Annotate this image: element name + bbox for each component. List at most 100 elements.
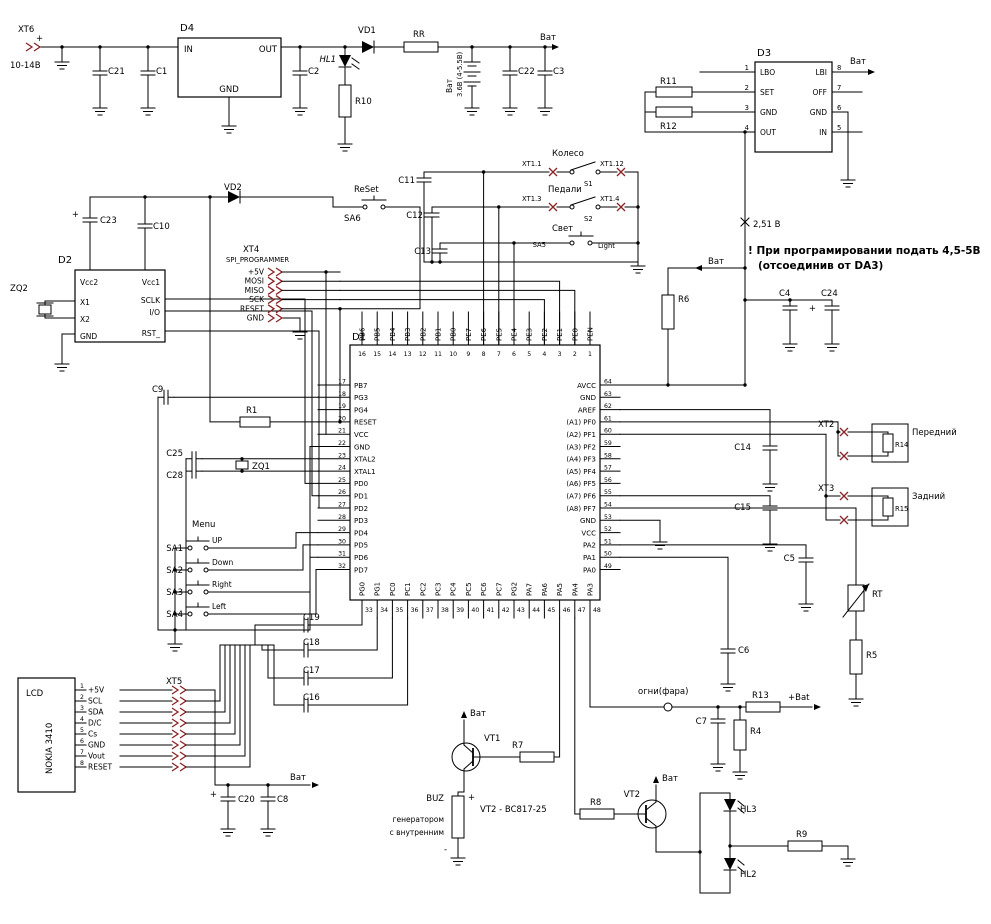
cap-c15-label: C15 (734, 503, 751, 513)
clock-zq1-label: ZQ1 (252, 462, 270, 472)
connector-pin-icon (267, 304, 284, 314)
mcu-pin-number: 26 (338, 489, 346, 496)
mcu-pin-number: 60 (604, 428, 612, 435)
mcu-d1-body (349, 344, 601, 601)
led-hl2-icon (724, 858, 736, 870)
contact-x-icon (839, 427, 849, 437)
mcu-pin-number: 19 (338, 403, 346, 410)
buzzer-body (451, 795, 465, 839)
outputs-buz-desc1-label: генератором (393, 815, 444, 824)
crystal-zq1-body (235, 460, 249, 470)
mcu-pin-name: GND (354, 443, 370, 451)
supervisor-ref-label: D3 (757, 48, 771, 59)
resistor-r14-label: R14 (895, 441, 908, 449)
mcu-pin-number: 22 (338, 440, 346, 447)
cap-c5-label: C5 (784, 554, 795, 564)
mcu-pin-number: 11 (434, 351, 442, 358)
button-terminal (203, 589, 209, 595)
power-xt6-label: XT6 (18, 25, 34, 35)
mcu-pin-name: PD2 (354, 505, 368, 513)
cap-c12-label: C12 (406, 211, 423, 221)
mcu-pin-name: PC7 (495, 582, 503, 596)
ground-icon (337, 139, 353, 152)
transistor-vt2-body (637, 799, 667, 829)
ground-icon (824, 339, 840, 352)
resistor-rr-body (403, 41, 439, 53)
d3-pin-name: GND (760, 108, 777, 117)
button-terminal (187, 545, 193, 551)
mcu-pin-name: PC6 (480, 582, 488, 596)
junction-dot (508, 45, 512, 49)
mcu-pin-number: 34 (380, 607, 388, 614)
mcu-pin-name: PA3 (587, 583, 595, 596)
mcu-pin-number: 39 (456, 607, 464, 614)
mcu-pin-number: 3 (558, 351, 562, 358)
ground-icon (292, 103, 308, 116)
mcu-pin-name: PA4 (571, 582, 579, 596)
mcu-pin-number: 27 (338, 502, 346, 509)
inputs-xt1_4-label: XT1.4 (600, 195, 620, 203)
junction-dot (240, 469, 244, 473)
junction-dot (824, 494, 828, 498)
junction-dot (430, 260, 434, 264)
resistor-r5-body (849, 639, 863, 675)
mcu-pin-name: PG0 (359, 582, 367, 596)
ground-icon (840, 175, 856, 188)
outputs-lamp_label-label: огни(фара) (638, 687, 688, 697)
mcu-pin-number: 41 (487, 607, 495, 614)
d3-pin-name: OUT (760, 128, 776, 137)
contact-x-icon (839, 451, 849, 461)
resistor-rr-label: RR (413, 30, 425, 40)
junction-dot (60, 45, 64, 49)
mcu-pin-number: 2 (573, 351, 577, 358)
ground-icon (537, 103, 553, 116)
mcu-pin-name: PD0 (354, 480, 368, 488)
mcu-pin-number: 36 (411, 607, 419, 614)
rtc-pins-gnd-label: GND (80, 332, 97, 341)
button-ref-label: SA2 (166, 566, 183, 576)
mcu-pin-number: 40 (471, 607, 479, 614)
power-d4-ref-label: D4 (180, 23, 194, 34)
supervisor-d3-body (754, 61, 833, 153)
mcu-pin-number: 59 (604, 440, 612, 447)
mcu-pin-name: PA1 (583, 554, 596, 562)
junction-dot (738, 705, 742, 709)
d3-pin-number: 4 (745, 124, 749, 132)
lcd-xt5-label: XT5 (166, 677, 182, 687)
mcu-pin-name: VCC (581, 529, 596, 537)
mcu-pin-number: 57 (604, 465, 612, 472)
resistor-r8-label: R8 (590, 798, 601, 808)
connector-pin-icon (267, 276, 284, 286)
outputs-vt1-label: VT1 (484, 734, 500, 744)
mcu-pin-number: 46 (563, 607, 571, 614)
rtc-zq2-label: ZQ2 (10, 284, 28, 294)
ground-icon (450, 853, 466, 866)
lcd-pin-name: Cs (88, 730, 97, 739)
mcu-pin-name: PA7 (526, 583, 534, 596)
supply-arrow-icon (552, 44, 559, 50)
mcu-pin-name: PD7 (354, 566, 368, 574)
resistor-r13-body (745, 701, 781, 713)
mcu-pin-name: PD6 (354, 554, 369, 562)
mcu-pin-name: PB7 (354, 382, 367, 390)
d3-pin-name: LBI (815, 68, 827, 77)
contact-x-icon (548, 167, 558, 177)
lcd-body (17, 677, 76, 793)
junction-dot (98, 45, 102, 49)
terminal-circle (595, 204, 601, 210)
connector-pin-icon (171, 696, 188, 706)
mcu-pin-number: 8 (482, 351, 486, 358)
regulator-d4-body (177, 37, 282, 98)
terminal-circle (569, 204, 575, 210)
cap-c4-label: C4 (779, 289, 790, 299)
connector-pin-icon (171, 762, 188, 772)
button-function-label: Left (212, 602, 226, 611)
mcu-pin-number: 38 (441, 607, 449, 614)
junction-dot (438, 260, 442, 264)
cap-c11-label: C11 (398, 176, 415, 186)
ground-icon (732, 767, 748, 780)
cap-c9-label: C9 (152, 385, 163, 395)
mcu-pin-name: RESET (354, 419, 377, 427)
mcu-pin-number: 37 (426, 607, 434, 614)
lcd-pin-name: SCL (88, 697, 103, 706)
